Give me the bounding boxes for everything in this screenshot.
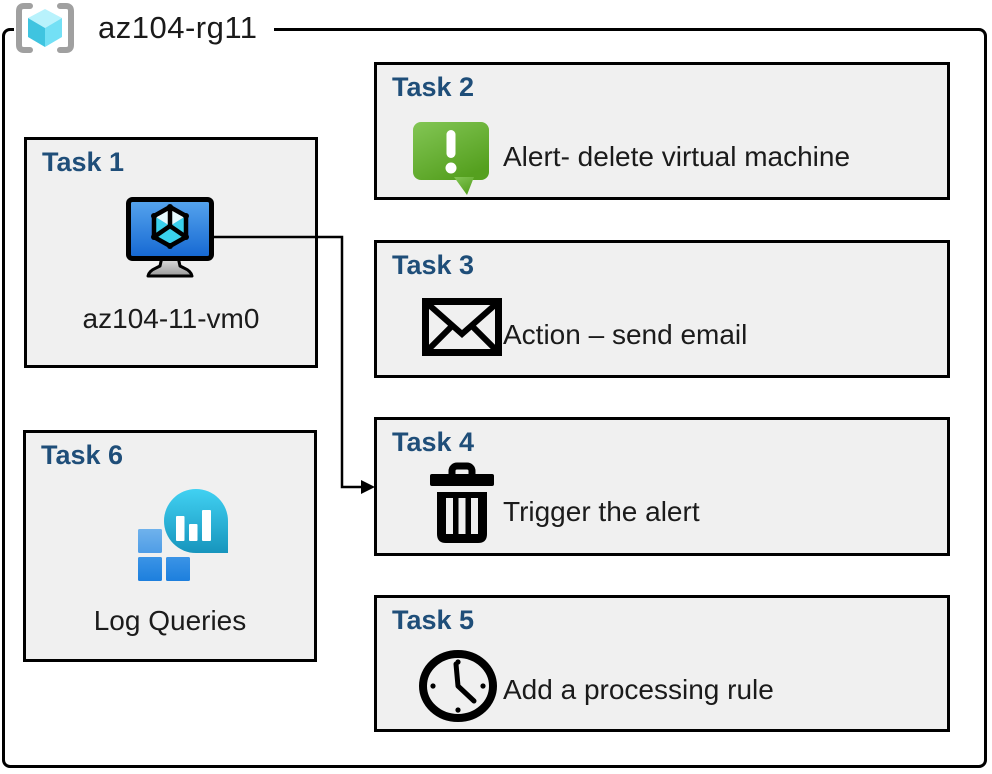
task5-label: Add a processing rule — [503, 674, 774, 705]
resource-group-label: az104-rg11 — [98, 10, 258, 45]
task6-label: Log Queries — [93, 605, 247, 636]
task5-box: Task 5 Add a processing rule — [374, 595, 950, 732]
task2-label: Alert- delete virtual machine — [503, 141, 851, 172]
email-icon — [422, 298, 502, 356]
task5-heading: Task 5 — [392, 605, 475, 635]
task3-heading: Task 3 — [392, 250, 475, 280]
log-queries-icon — [138, 489, 228, 581]
clock-icon — [419, 650, 497, 722]
task2-heading: Task 2 — [392, 72, 475, 102]
trash-icon — [430, 462, 494, 543]
task1-heading: Task 1 — [42, 147, 125, 177]
task1-box: Task 1 — [24, 137, 318, 368]
resource-group-header: az104-rg11 — [14, 0, 274, 56]
task1-label: az104-11-vm0 — [82, 303, 260, 334]
task3-label: Action – send email — [503, 319, 748, 350]
task4-heading: Task 4 — [392, 427, 475, 457]
task6-heading: Task 6 — [41, 440, 124, 470]
alert-icon — [413, 122, 489, 195]
virtual-machine-icon — [126, 197, 214, 278]
task2-box: Task 2 Alert- delete virtual machine — [374, 62, 950, 200]
task3-box: Task 3 Action – send email — [374, 240, 950, 378]
resource-group-icon — [16, 3, 74, 53]
task4-box: Task 4 Trigger the alert — [374, 417, 950, 556]
task4-label: Trigger the alert — [503, 496, 700, 527]
task6-box: Task 6 — [23, 430, 317, 662]
